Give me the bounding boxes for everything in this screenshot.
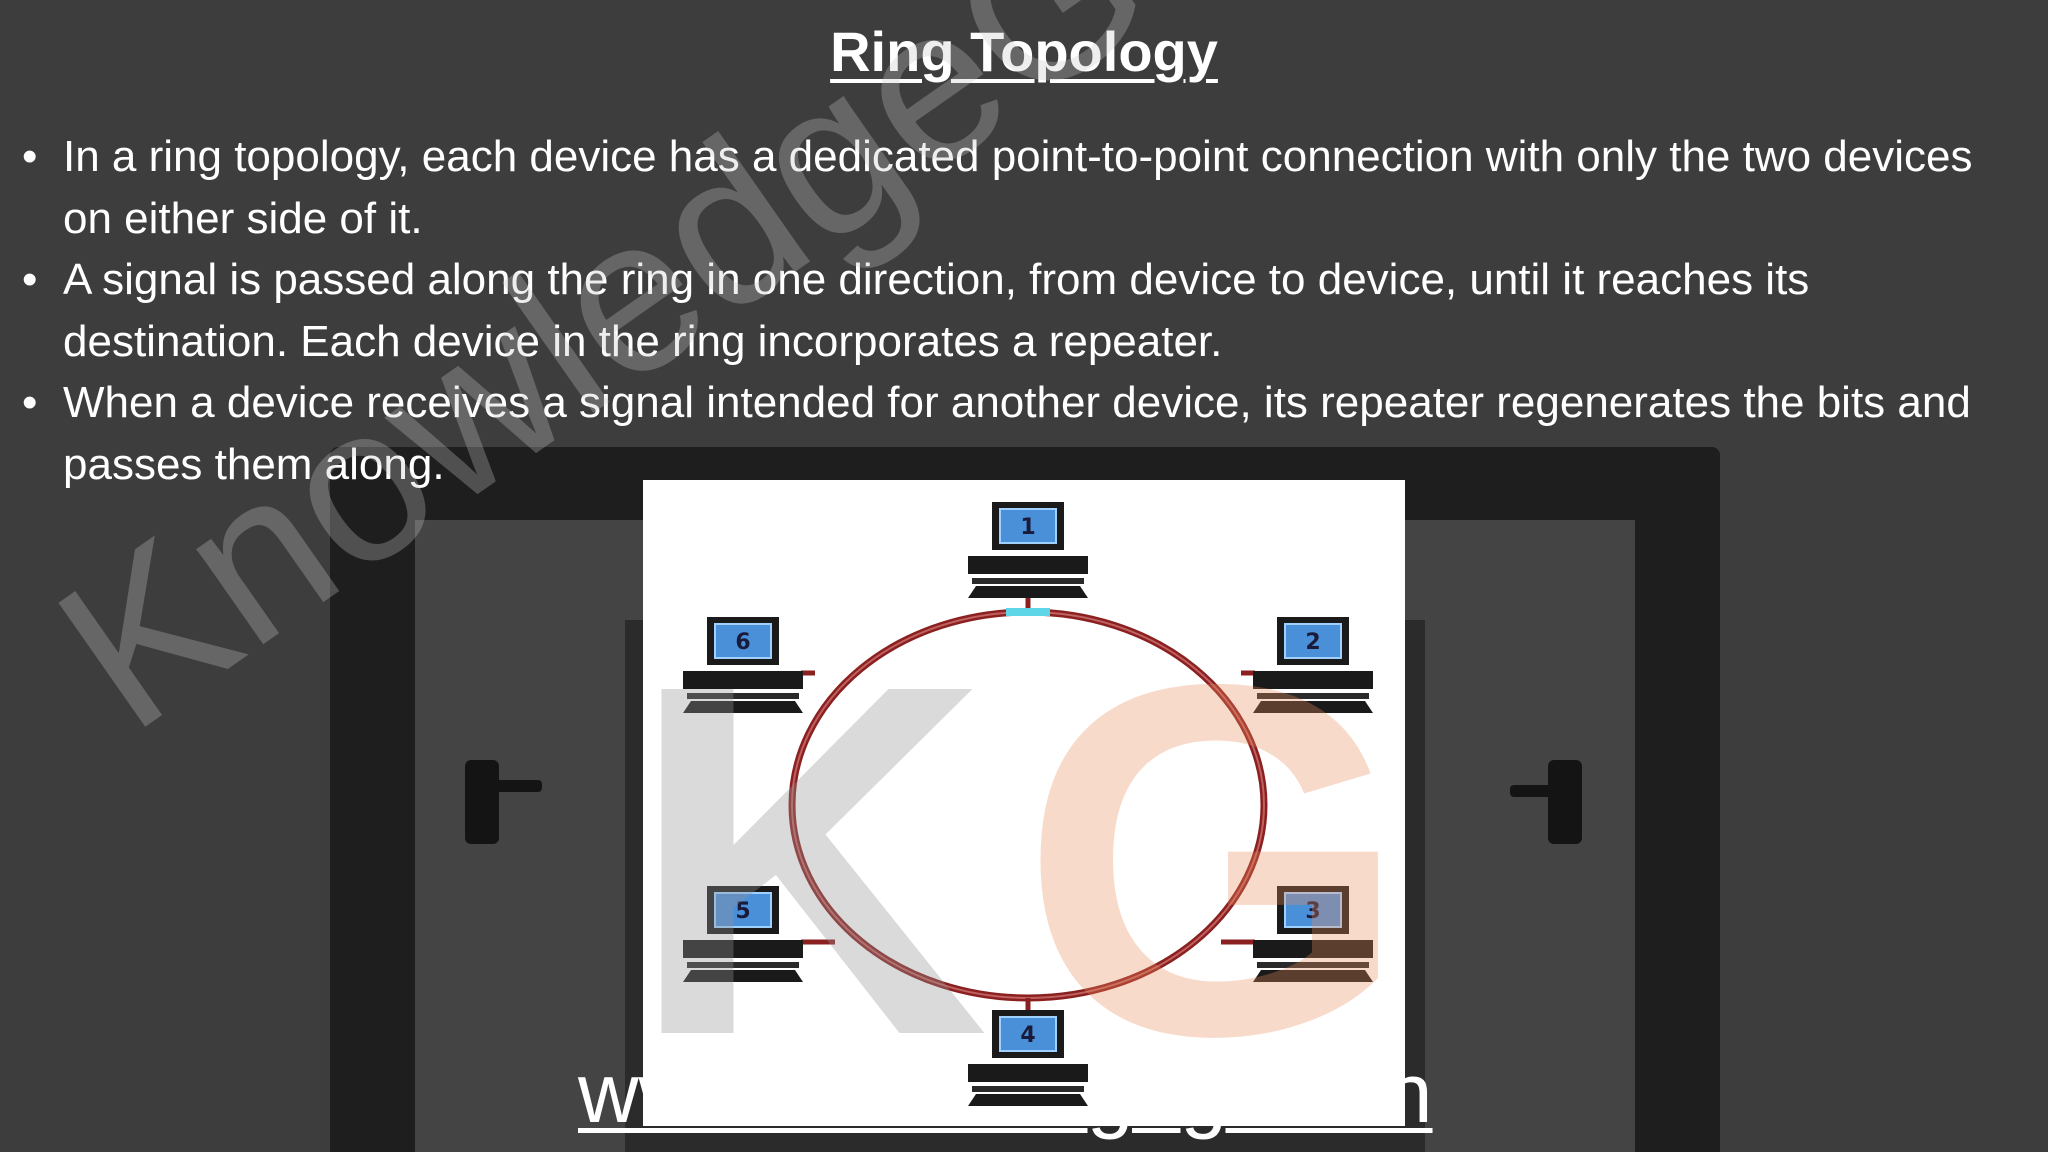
nodes-layer: 1 2 3 4 5 6 (683, 502, 1373, 1106)
monitor-screen (1284, 892, 1342, 928)
ring-diagram-svg: 1 2 3 4 5 6 (683, 502, 1373, 1106)
computer-node: 5 (683, 886, 835, 982)
computer-base-edge (972, 1086, 1084, 1092)
ring-cable (788, 608, 1268, 1002)
computer-node: 2 (1241, 617, 1373, 713)
node-label: 5 (735, 899, 750, 924)
computer-base-edge (687, 962, 799, 968)
keyboard-icon (968, 1094, 1088, 1106)
ring-tap-highlight (1006, 608, 1050, 616)
bullet-text: When a device receives a signal intended… (63, 378, 1971, 489)
keyboard-icon (683, 970, 803, 982)
computer-base (968, 556, 1088, 574)
bullet-text: A signal is passed along the ring in one… (63, 255, 1810, 366)
bullet-item: • When a device receives a signal intend… (20, 372, 2030, 495)
node-label: 3 (1305, 899, 1320, 924)
node-label: 4 (1020, 1023, 1035, 1048)
computer-node: 1 (968, 502, 1088, 612)
door-handle-right-bar (1510, 785, 1570, 797)
computer-node: 6 (683, 617, 815, 713)
monitor-screen (999, 1016, 1057, 1052)
computer-node: 4 (968, 998, 1088, 1106)
bullet-text: In a ring topology, each device has a de… (63, 132, 1973, 243)
node-label: 6 (735, 630, 750, 655)
door-handle-left-icon (465, 760, 499, 844)
node-label: 1 (1020, 515, 1035, 540)
computer-base-edge (1257, 693, 1369, 699)
ring-topology-diagram: 1 2 3 4 5 6 (643, 480, 1405, 1126)
bullet-item: • In a ring topology, each device has a … (20, 126, 2030, 249)
door-handle-right-icon (1548, 760, 1582, 844)
slide-title: Ring Topology (830, 20, 1218, 83)
computer-base-edge (1257, 962, 1369, 968)
bullet-icon: • (22, 132, 38, 181)
keyboard-icon (968, 586, 1088, 598)
bullet-list: • In a ring topology, each device has a … (20, 126, 2030, 495)
computer-node: 3 (1221, 886, 1373, 982)
bullet-item: • A signal is passed along the ring in o… (20, 249, 2030, 372)
monitor-screen (999, 508, 1057, 544)
computer-base (1253, 671, 1373, 689)
computer-base (683, 671, 803, 689)
bullet-icon: • (22, 255, 38, 304)
keyboard-icon (1253, 701, 1373, 713)
monitor-screen (714, 623, 772, 659)
monitor-screen (714, 892, 772, 928)
computer-base-edge (687, 693, 799, 699)
computer-base (1253, 940, 1373, 958)
computer-base-edge (972, 578, 1084, 584)
keyboard-icon (1253, 970, 1373, 982)
bullet-icon: • (22, 378, 38, 427)
monitor-screen (1284, 623, 1342, 659)
node-label: 2 (1305, 630, 1320, 655)
keyboard-icon (683, 701, 803, 713)
computer-base (683, 940, 803, 958)
computer-base (968, 1064, 1088, 1082)
door-handle-left-bar (482, 780, 542, 792)
